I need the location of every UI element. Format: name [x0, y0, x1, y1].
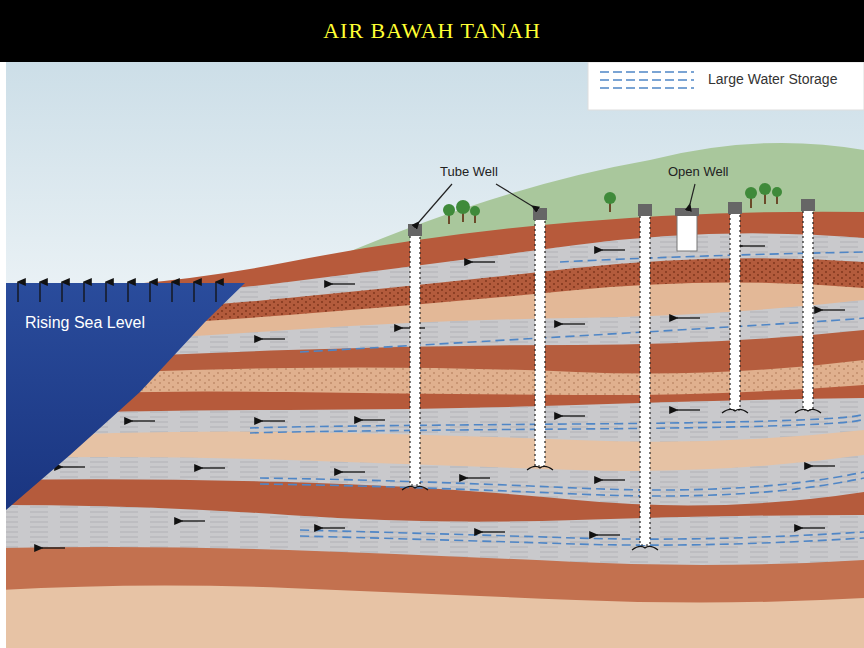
well-label: Open Well [668, 164, 728, 180]
sea-label: Rising Sea Level [25, 313, 145, 332]
legend-sample [600, 72, 694, 88]
legend-text: Large Water Storage [708, 71, 837, 88]
well-label: Tube Well [440, 164, 498, 180]
title-text: AIR BAWAH TANAH [0, 0, 864, 62]
